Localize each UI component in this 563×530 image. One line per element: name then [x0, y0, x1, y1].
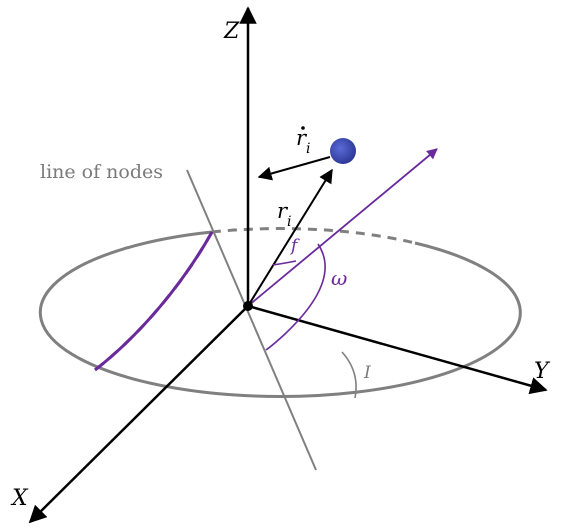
x-axis	[28, 305, 249, 524]
pericenter-direction-arrow	[247, 148, 438, 307]
true-anomaly-arc	[272, 260, 297, 266]
line-of-nodes-label: line of nodes	[40, 161, 163, 183]
z-axis-label: Z	[223, 19, 240, 44]
position-vector-label: ri	[277, 199, 292, 230]
y-axis-label: Y	[534, 359, 551, 384]
y-axis	[247, 304, 548, 395]
argument-of-pericenter-label: ω	[331, 266, 347, 290]
inclination-arc	[341, 351, 357, 399]
reference-plane-back	[211, 227, 416, 245]
orbit-ellipse-solid	[94, 231, 214, 372]
planet-body	[330, 138, 356, 164]
true-anomaly-label: f	[289, 236, 300, 256]
velocity-vector-arrow	[257, 156, 331, 181]
origin-point	[243, 301, 253, 311]
argument-of-pericenter-arc	[265, 243, 326, 351]
position-vector-arrow	[247, 168, 333, 307]
reference-plane-front	[38, 230, 522, 399]
velocity-dot-accent	[301, 126, 305, 130]
line-of-nodes-line	[186, 169, 317, 471]
x-axis-label: X	[10, 486, 29, 511]
inclination-label: I	[363, 363, 371, 383]
velocity-vector-label: ri	[296, 126, 311, 157]
